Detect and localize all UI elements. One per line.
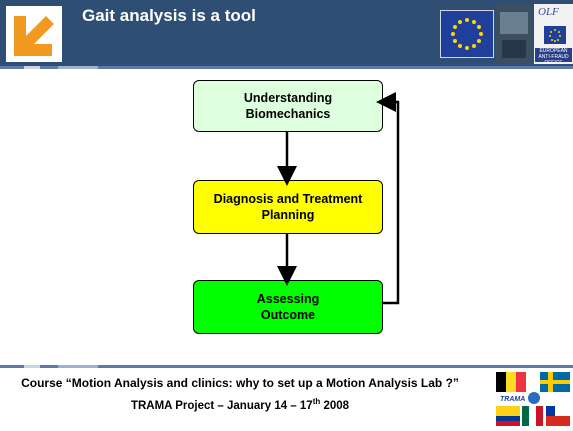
box1-line1: Understanding [243,91,333,105]
footer-line2-text: TRAMA Project – January 14 – 17 [130,399,313,412]
olaf-logo: OLF EUROPEAN ANTI-FRAUD OFFICE [534,4,573,66]
olaf-logo-text: OLF [538,6,559,18]
footer-line2-sup: th [312,397,321,406]
footer-project-dates: TRAMA Project – January 14 – 17th 2008 [0,397,480,412]
trama-flags-logo: TRAMA [496,372,570,426]
header-bar: Gait analysis is a tool OLF [0,0,573,66]
top-divider [0,66,573,69]
satellite-photo-logo [496,4,532,64]
box3-line2: Outcome [260,308,316,322]
bottom-divider [0,365,573,368]
footer-course-title: Course “Motion Analysis and clinics: why… [21,376,459,390]
slide-title: Gait analysis is a tool [82,6,256,25]
eu-small-flag-icon [544,26,566,44]
eu-flag-logo [440,10,494,58]
box3-line1: Assessing [256,292,320,306]
arrow-logo [6,6,62,62]
eu-stars-icon [451,18,483,50]
arrow-icon [14,16,54,56]
olaf-caption: EUROPEAN ANTI-FRAUD OFFICE [535,48,572,66]
arrow-feedback-loop [376,92,400,305]
box1-line2: Biomechanics [245,107,331,121]
trama-logo-text: TRAMA [500,396,525,403]
box2-line2: Planning [261,208,315,222]
footer-line2-year: 2008 [320,399,350,412]
box2-line1: Diagnosis and Treatment [213,192,363,206]
